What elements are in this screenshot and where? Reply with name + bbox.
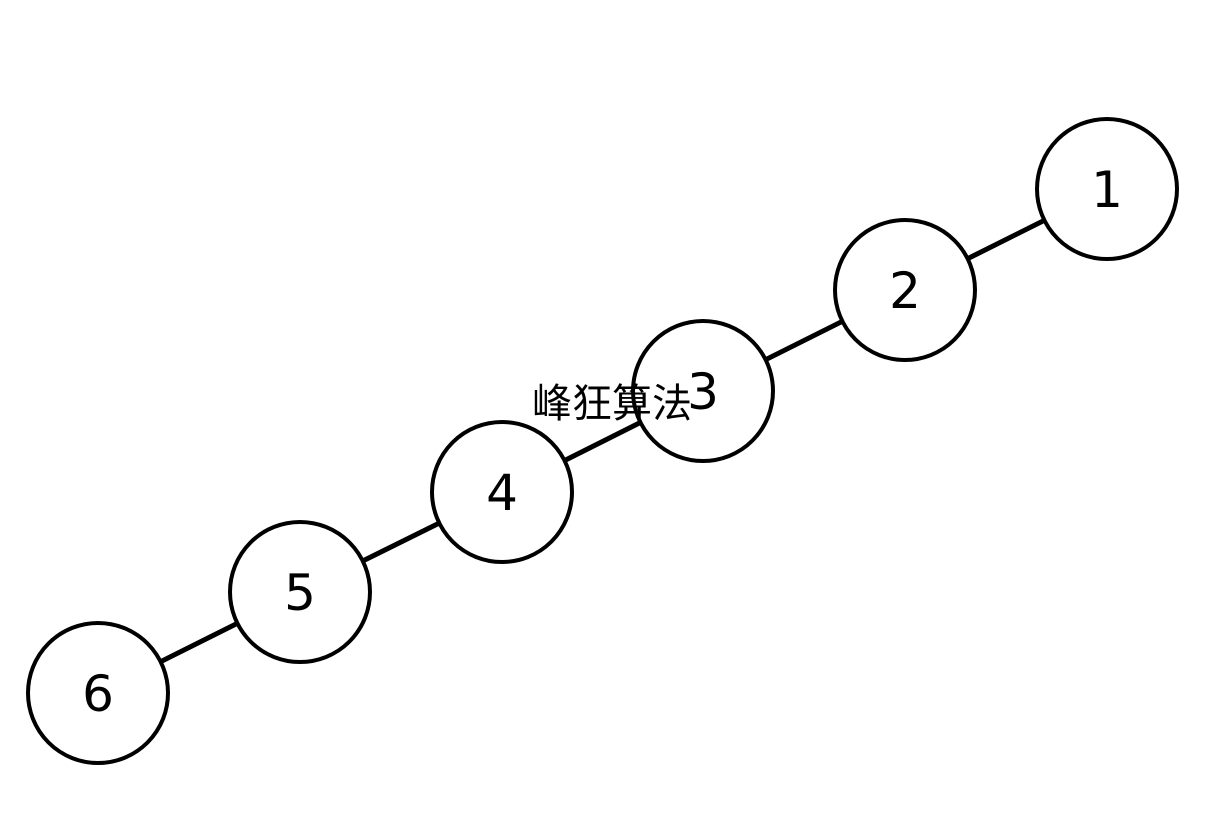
node-circle xyxy=(833,218,977,362)
node-label: 1 xyxy=(1091,161,1123,219)
node-label: 6 xyxy=(82,665,114,723)
node-label: 4 xyxy=(486,464,518,522)
node-circle xyxy=(1035,117,1179,261)
node-4: 4 xyxy=(430,420,574,564)
node-circle xyxy=(430,420,574,564)
node-label: 5 xyxy=(284,564,316,622)
node-label: 2 xyxy=(889,262,921,320)
node-circle xyxy=(228,520,372,664)
node-6: 6 xyxy=(26,621,170,765)
nodes-layer: 1 2 3 4 5 6 xyxy=(26,117,1179,765)
node-label: 3 xyxy=(687,363,719,421)
node-circle xyxy=(631,319,775,463)
node-5: 5 xyxy=(228,520,372,664)
node-circle xyxy=(26,621,170,765)
watermark-text: 峰狂算法 xyxy=(532,381,692,427)
node-2: 2 xyxy=(833,218,977,362)
node-3: 3 xyxy=(631,319,775,463)
node-1: 1 xyxy=(1035,117,1179,261)
